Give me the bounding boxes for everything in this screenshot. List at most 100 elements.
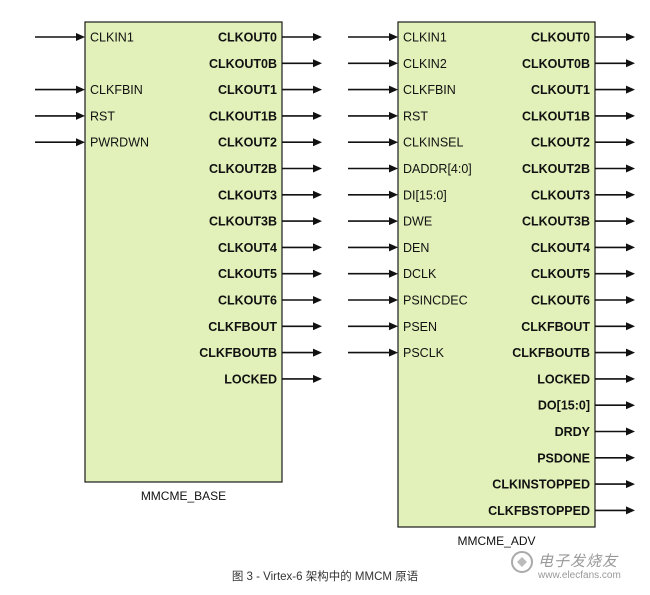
input-arrow-icon bbox=[389, 190, 398, 199]
output-arrow-icon bbox=[313, 59, 322, 68]
output-pin-clkfboutb: CLKFBOUTB bbox=[199, 346, 277, 360]
input-arrow-icon bbox=[389, 243, 398, 252]
watermark-url: www.elecfans.com bbox=[538, 570, 621, 581]
input-arrow-icon bbox=[76, 85, 85, 94]
output-pin-clkout3b: CLKOUT3B bbox=[209, 215, 277, 229]
output-pin-psdone: PSDONE bbox=[537, 451, 590, 465]
output-arrow-icon bbox=[626, 164, 635, 173]
output-pin-drdy: DRDY bbox=[555, 425, 591, 439]
block-body bbox=[84, 21, 283, 483]
mmcme-adv-block: CLKIN1CLKIN2CLKFBINRSTCLKINSELDADDR[4:0]… bbox=[348, 21, 635, 548]
output-pin-clkout0b: CLKOUT0B bbox=[209, 57, 277, 71]
input-arrow-icon bbox=[389, 217, 398, 226]
output-arrow-icon bbox=[626, 506, 635, 515]
output-arrow-icon bbox=[313, 243, 322, 252]
input-pin-psclk: PSCLK bbox=[403, 346, 445, 360]
output-arrow-icon bbox=[313, 190, 322, 199]
output-arrow-icon bbox=[313, 296, 322, 304]
output-arrow-icon bbox=[626, 85, 635, 94]
figure-caption: 图 3 - Virtex-6 架构中的 MMCM 原语 bbox=[231, 571, 419, 583]
output-arrow-icon bbox=[626, 322, 635, 331]
output-pin-do-15-0: DO[15:0] bbox=[538, 399, 590, 413]
output-pin-clkout6: CLKOUT6 bbox=[531, 294, 590, 308]
output-pin-clkfbout: CLKFBOUT bbox=[208, 320, 277, 334]
output-arrow-icon bbox=[313, 322, 322, 331]
output-pin-clkout5: CLKOUT5 bbox=[531, 267, 590, 281]
output-arrow-icon bbox=[313, 269, 322, 278]
output-pin-clkout1: CLKOUT1 bbox=[531, 83, 590, 97]
input-arrow-icon bbox=[389, 138, 398, 147]
input-pin-dclk: DCLK bbox=[403, 267, 437, 281]
output-arrow-icon bbox=[313, 138, 322, 147]
output-pin-clkout0: CLKOUT0 bbox=[531, 31, 590, 45]
input-arrow-icon bbox=[389, 348, 398, 357]
input-pin-di-15-0: DI[15:0] bbox=[403, 188, 447, 202]
block-name: MMCME_ADV bbox=[457, 534, 535, 548]
output-arrow-icon bbox=[626, 217, 635, 226]
input-arrow-icon bbox=[389, 296, 398, 304]
output-arrow-icon bbox=[626, 427, 635, 436]
output-pin-locked: LOCKED bbox=[537, 372, 590, 386]
input-pin-psen: PSEN bbox=[403, 320, 437, 334]
input-pin-clkin1: CLKIN1 bbox=[90, 31, 134, 45]
output-arrow-icon bbox=[626, 33, 635, 41]
output-pin-clkinstopped: CLKINSTOPPED bbox=[492, 478, 590, 492]
output-arrow-icon bbox=[626, 374, 635, 383]
output-pin-clkout2b: CLKOUT2B bbox=[522, 162, 590, 176]
input-pin-rst: RST bbox=[90, 109, 115, 123]
output-arrow-icon bbox=[313, 217, 322, 226]
output-pin-clkout3: CLKOUT3 bbox=[218, 188, 277, 202]
input-pin-psincdec: PSINCDEC bbox=[403, 294, 468, 308]
output-pin-clkout3: CLKOUT3 bbox=[531, 188, 590, 202]
output-arrow-icon bbox=[313, 374, 322, 383]
watermark: 电子发烧友 www.elecfans.com bbox=[510, 548, 640, 588]
input-pin-clkfbin: CLKFBIN bbox=[403, 83, 456, 97]
block-body bbox=[397, 21, 596, 528]
input-pin-clkinsel: CLKINSEL bbox=[403, 136, 463, 150]
input-arrow-icon bbox=[76, 111, 85, 120]
output-pin-locked: LOCKED bbox=[224, 372, 277, 386]
output-pin-clkout5: CLKOUT5 bbox=[218, 267, 277, 281]
output-arrow-icon bbox=[626, 59, 635, 68]
input-pin-clkin2: CLKIN2 bbox=[403, 57, 447, 71]
output-arrow-icon bbox=[313, 85, 322, 94]
output-arrow-icon bbox=[313, 33, 322, 41]
output-pin-clkout6: CLKOUT6 bbox=[218, 294, 277, 308]
input-arrow-icon bbox=[76, 33, 85, 41]
output-pin-clkout4: CLKOUT4 bbox=[531, 241, 590, 255]
output-pin-clkout3b: CLKOUT3B bbox=[522, 215, 590, 229]
input-arrow-icon bbox=[389, 85, 398, 94]
input-arrow-icon bbox=[389, 164, 398, 173]
output-arrow-icon bbox=[626, 190, 635, 199]
input-pin-dwe: DWE bbox=[403, 215, 432, 229]
output-arrow-icon bbox=[626, 296, 635, 304]
watermark-text: 电子发烧友 bbox=[538, 553, 619, 570]
output-pin-clkout1: CLKOUT1 bbox=[218, 83, 277, 97]
output-pin-clkout2: CLKOUT2 bbox=[218, 136, 277, 150]
input-arrow-icon bbox=[389, 33, 398, 41]
output-arrow-icon bbox=[626, 480, 635, 489]
output-pin-clkout2: CLKOUT2 bbox=[531, 136, 590, 150]
input-arrow-icon bbox=[389, 322, 398, 331]
input-pin-clkfbin: CLKFBIN bbox=[90, 83, 143, 97]
output-arrow-icon bbox=[626, 401, 635, 410]
input-arrow-icon bbox=[389, 59, 398, 68]
input-arrow-icon bbox=[389, 111, 398, 120]
output-pin-clkout1b: CLKOUT1B bbox=[209, 109, 277, 123]
output-pin-clkout0b: CLKOUT0B bbox=[522, 57, 590, 71]
input-pin-pwrdwn: PWRDWN bbox=[90, 136, 149, 150]
output-arrow-icon bbox=[626, 111, 635, 120]
elecfans-logo-icon bbox=[511, 551, 533, 573]
output-pin-clkfbstopped: CLKFBSTOPPED bbox=[488, 504, 590, 518]
output-pin-clkout4: CLKOUT4 bbox=[218, 241, 277, 255]
input-pin-rst: RST bbox=[403, 109, 428, 123]
output-arrow-icon bbox=[626, 348, 635, 357]
input-arrow-icon bbox=[389, 269, 398, 278]
output-arrow-icon bbox=[313, 348, 322, 357]
input-pin-den: DEN bbox=[403, 241, 429, 255]
output-arrow-icon bbox=[626, 453, 635, 462]
input-pin-daddr-4-0: DADDR[4:0] bbox=[403, 162, 472, 176]
output-pin-clkout0: CLKOUT0 bbox=[218, 31, 277, 45]
